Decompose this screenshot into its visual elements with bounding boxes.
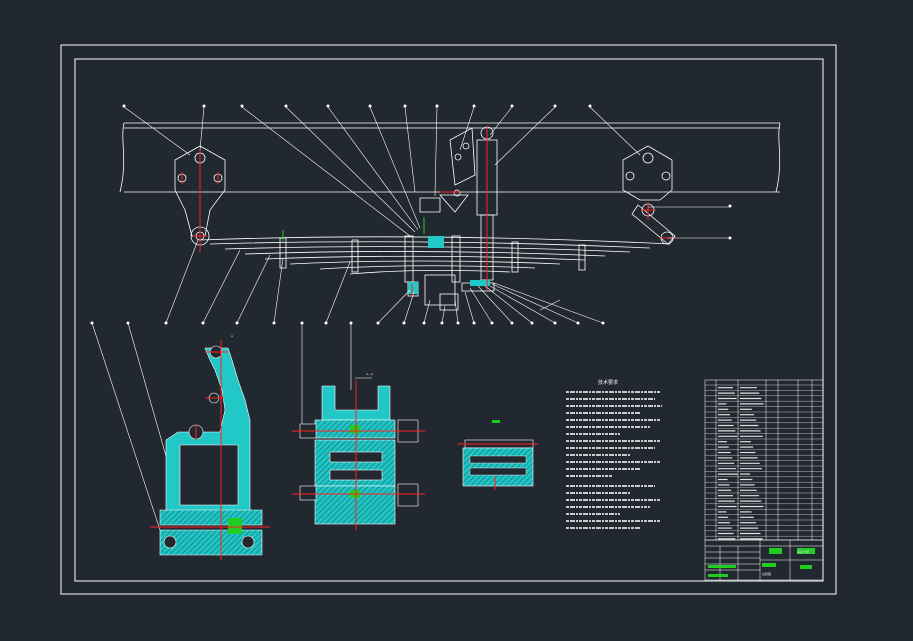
- svg-text:A—A: A—A: [366, 372, 374, 376]
- title-block: [704, 539, 824, 581]
- balloon-marks-top: [122, 104, 732, 240]
- detail-view-shackle: A—A: [292, 323, 425, 530]
- detail-view-hanger: A: [91, 322, 270, 560]
- outer-frame: [60, 44, 837, 595]
- bom-rows: [705, 384, 823, 537]
- leader-lines-bottom: [165, 239, 604, 324]
- svg-text:A: A: [231, 334, 234, 338]
- balloon-marks-bottom: [90, 321, 605, 325]
- inner-frame: [74, 58, 824, 582]
- centerlines-main: [181, 126, 675, 298]
- rubber-bumper: [428, 236, 444, 248]
- technical-notes: 技术要求: [566, 379, 662, 529]
- leader-lines-top: [123, 106, 730, 239]
- notes-title: 技术要求: [598, 379, 618, 386]
- title-drawing-no: 总装图: [762, 571, 771, 576]
- bom-row-text: [718, 387, 764, 540]
- main-assembly-view: [119, 122, 781, 311]
- detail-view-clip: [458, 420, 538, 490]
- axle-seat-section: [408, 282, 418, 294]
- title-company: 某某大学: [797, 549, 809, 554]
